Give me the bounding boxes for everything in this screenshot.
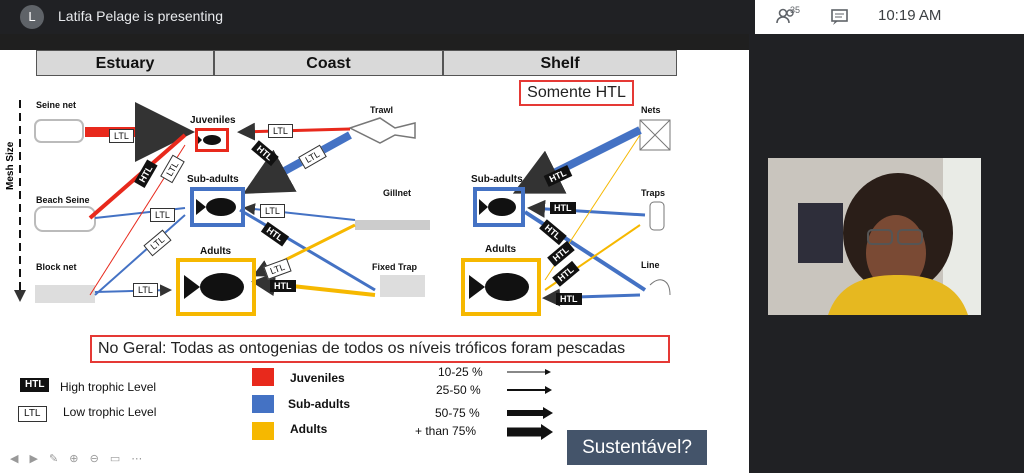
legend-juveniles: Juveniles: [290, 371, 345, 385]
juveniles-box: [195, 128, 229, 152]
gear-fixed-trap: Fixed Trap: [372, 262, 418, 272]
subadults-box: [190, 187, 245, 227]
participant-video-tile[interactable]: [768, 158, 981, 315]
adults-box: [176, 258, 256, 316]
flow-diagram: [14, 100, 671, 307]
people-icon[interactable]: [775, 7, 801, 27]
ltl-tag: LTL: [260, 204, 285, 218]
htl-tag: HTL: [270, 280, 296, 292]
meeting-toolbar: 35: [755, 0, 1024, 34]
somente-htl-box: Somente HTL: [519, 80, 634, 106]
gear-traps: Traps: [641, 188, 666, 198]
shelf-stage-adults: Adults: [485, 244, 517, 255]
legend-htl-tag: HTL: [20, 378, 50, 392]
presenter-avatar: L: [20, 5, 44, 29]
stage-subadults: Sub-adults: [187, 174, 239, 185]
legend-subadults-swatch: [252, 395, 274, 413]
slide: Estuary Coast Shelf Somente HTL: [0, 50, 749, 473]
htl-tag: HTL: [556, 293, 582, 305]
participant-video: [768, 158, 981, 315]
stage-juveniles: Juveniles: [190, 115, 236, 126]
legend-ltl-tag: LTL: [18, 406, 47, 422]
gear-seine-net: Seine net: [36, 100, 77, 110]
ltl-tag: LTL: [109, 129, 134, 143]
gear-line: Line: [641, 260, 660, 270]
gear-gillnet: Gillnet: [383, 188, 412, 198]
legend-htl-label: High trophic Level: [60, 380, 157, 394]
legend-adults: Adults: [290, 422, 328, 436]
clock: 10:19 AM: [878, 7, 942, 24]
header-coast: Coast: [214, 50, 443, 76]
gear-nets: Nets: [641, 105, 661, 115]
legend-ltl-label: Low trophic Level: [63, 405, 157, 419]
shelf-adults-box: [461, 258, 541, 316]
ltl-tag: LTL: [133, 283, 158, 297]
gear-trawl: Trawl: [370, 105, 394, 115]
htl-tag: HTL: [550, 202, 576, 214]
legend-range-3: 50-75 %: [435, 406, 480, 420]
legend-adults-swatch: [252, 422, 274, 440]
header-shelf: Shelf: [443, 50, 677, 76]
shelf-stage-subadults: Sub-adults: [471, 174, 523, 185]
legend-range-4: + than 75%: [415, 424, 477, 438]
summary-box: No Geral: Todas as ontogenias de todos o…: [90, 335, 670, 363]
gear-beach-seine: Beach Seine: [36, 195, 90, 205]
presenting-bar: L Latifa Pelage is presenting: [0, 0, 755, 34]
participants-count: 35: [790, 5, 801, 15]
slide-controls[interactable]: ◀ ▶ ✎ ⊕ ⊖ ▭ ⋯: [10, 453, 147, 465]
ltl-tag: LTL: [150, 208, 175, 222]
legend-range-2: 25-50 %: [436, 383, 481, 397]
gear-block-net: Block net: [36, 262, 77, 272]
sustentavel-banner: Sustentável?: [567, 430, 707, 465]
header-estuary: Estuary: [36, 50, 214, 76]
stage-adults: Adults: [200, 246, 232, 257]
mesh-size-label: Mesh Size: [5, 141, 16, 190]
presenting-label: Latifa Pelage is presenting: [58, 8, 223, 24]
legend-arrows: [507, 369, 553, 440]
ltl-tag: LTL: [268, 124, 293, 138]
legend-range-1: 10-25 %: [438, 365, 483, 379]
chat-icon[interactable]: [830, 7, 850, 27]
legend-subadults: Sub-adults: [288, 397, 350, 411]
shelf-subadults-box: [473, 187, 525, 227]
legend-juveniles-swatch: [252, 368, 274, 386]
